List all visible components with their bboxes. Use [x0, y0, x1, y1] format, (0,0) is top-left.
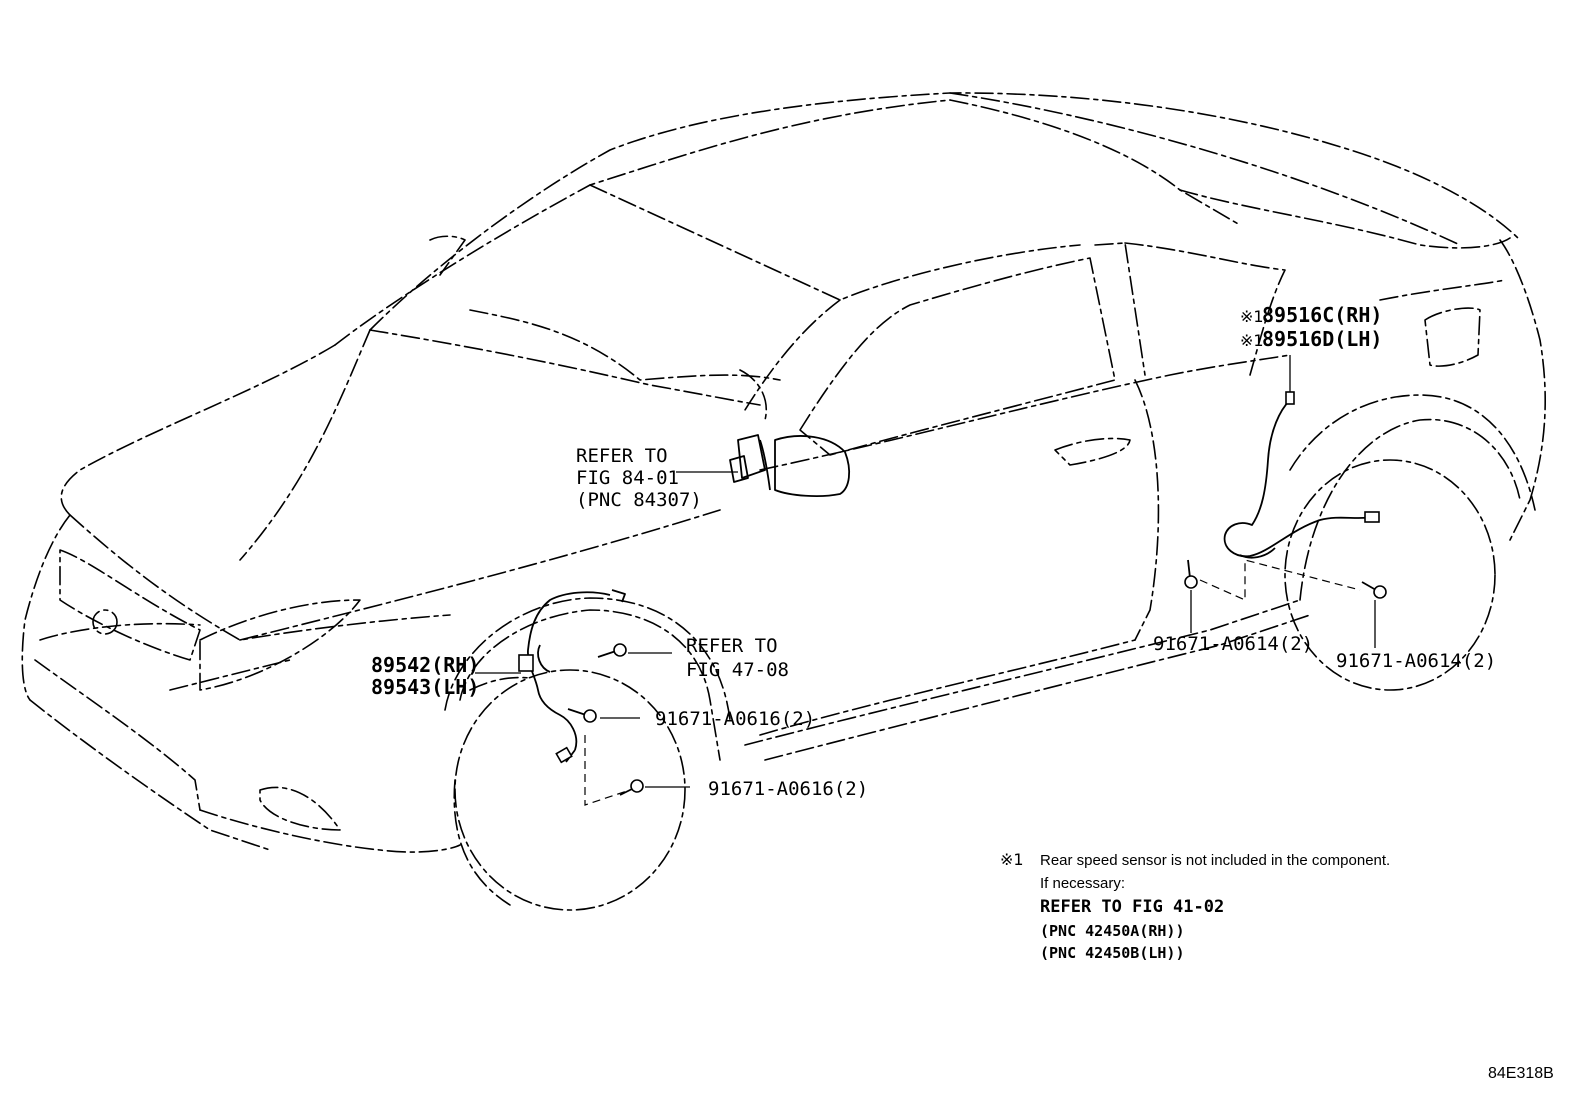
refer-brake-line2: FIG 47-08 — [686, 659, 789, 681]
bolt-icon — [619, 779, 644, 796]
rear-sensor-lh-label: 89516D(LH) — [1262, 327, 1382, 351]
car-outline — [21, 92, 1546, 911]
refer-mirror-line3: (PNC 84307) — [576, 489, 702, 511]
note-line1: Rear speed sensor is not included in the… — [1040, 852, 1390, 869]
rear-bolt-label-right: 91671-A0614(2) — [1336, 650, 1496, 672]
refer-brake-line1: REFER TO — [686, 635, 778, 657]
refer-mirror-line1: REFER TO — [576, 445, 668, 467]
refer-mirror-line2: FIG 84-01 — [576, 467, 679, 489]
rear-bolt-label-left: 91671-A0614(2) — [1153, 633, 1313, 655]
callout-labels: ※1 89516C(RH) ※1 89516D(LH) REFER TO FIG… — [371, 303, 1496, 800]
front-bolt-label-lower: 91671-A0616(2) — [708, 778, 868, 800]
rear-sensor-mark: ※1 — [1240, 331, 1264, 350]
note-line4: (PNC 42450A(RH)) — [1040, 922, 1185, 940]
note-line2: If necessary: — [1040, 875, 1125, 892]
bolt-icon — [567, 708, 597, 723]
front-sensor-lh-label: 89543(LH) — [371, 675, 479, 699]
outside-mirror — [729, 434, 851, 497]
rear-speed-sensor — [1184, 391, 1387, 601]
footnote: ※1 Rear speed sensor is not included in … — [1000, 850, 1390, 962]
figure-id: 84E318B — [1488, 1065, 1554, 1082]
bolt-icon — [1184, 559, 1198, 589]
note-mark: ※1 — [1000, 850, 1024, 869]
leader-lines — [475, 355, 1376, 788]
note-line3: REFER TO FIG 41-02 — [1040, 897, 1224, 917]
rear-sensor-rh-label: 89516C(RH) — [1262, 303, 1382, 327]
front-speed-sensor — [518, 589, 644, 806]
rear-sensor-mark: ※1 — [1240, 307, 1264, 326]
front-bolt-label-upper: 91671-A0616(2) — [655, 708, 815, 730]
front-sensor-rh-label: 89542(RH) — [371, 653, 479, 677]
bolt-icon — [1361, 581, 1387, 599]
bolt-icon — [597, 643, 627, 658]
note-line5: (PNC 42450B(LH)) — [1040, 944, 1185, 962]
